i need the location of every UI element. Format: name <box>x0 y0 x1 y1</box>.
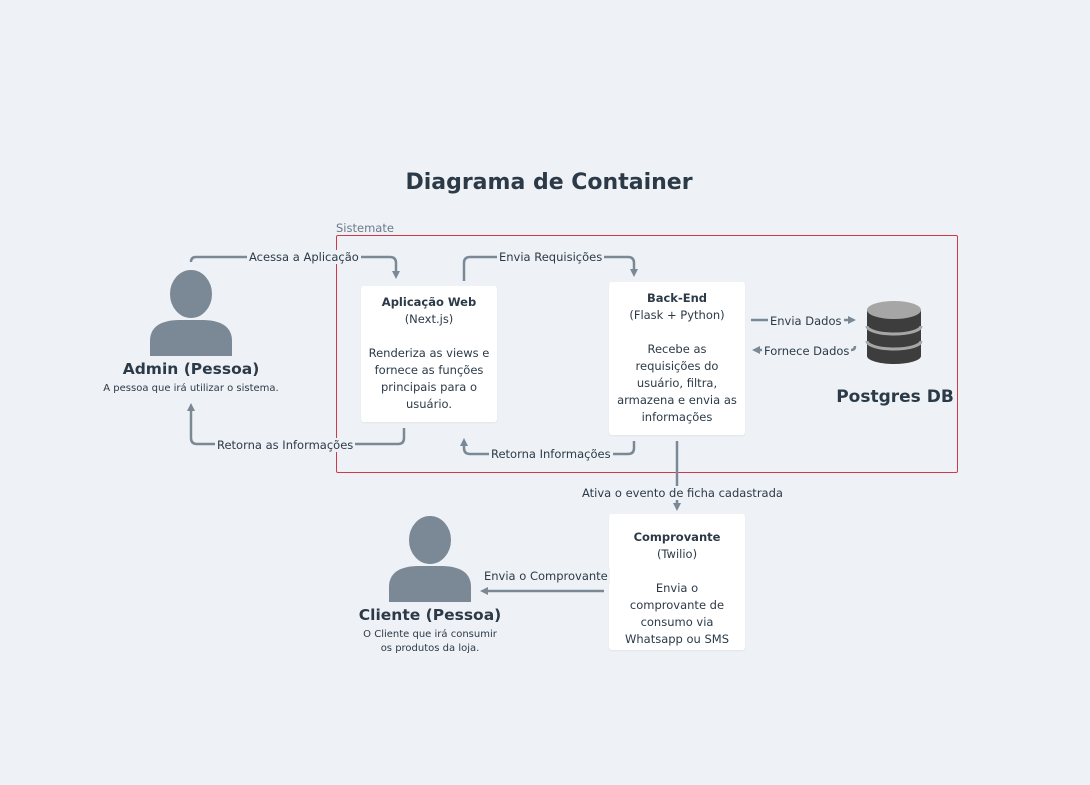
receipt-tech: (Twilio) <box>656 547 698 561</box>
receipt-name: Comprovante <box>633 530 721 544</box>
container-web-app[interactable]: Aplicação Web (Next.js) Renderiza as vie… <box>361 286 497 422</box>
label-backend-to-web: Retorna Informações <box>489 447 613 461</box>
label-admin-to-web: Acessa a Aplicação <box>247 250 361 264</box>
container-receipt[interactable]: Comprovante (Twilio) Envia o comprovante… <box>609 514 745 650</box>
backend-tech: (Flask + Python) <box>629 308 725 322</box>
label-web-to-backend: Envia Requisições <box>497 250 605 264</box>
backend-name: Back-End <box>646 291 708 305</box>
web-app-tech: (Next.js) <box>404 312 454 326</box>
label-backend-to-receipt: Ativa o evento de ficha cadastrada <box>580 486 785 500</box>
label-db-to-backend: Fornece Dados <box>762 344 852 358</box>
receipt-description: Envia o comprovante de consumo via Whats… <box>624 581 729 646</box>
system-boundary <box>336 235 958 473</box>
database-name: Postgres DB <box>836 387 954 407</box>
system-boundary-label: Sistemate <box>336 221 394 235</box>
backend-description: Recebe as requisições do usuário, filtra… <box>617 342 737 424</box>
admin-person-icon <box>150 268 232 356</box>
connector-admin-to-web <box>189 255 400 279</box>
container-backend[interactable]: Back-End (Flask + Python) Recebe as requ… <box>609 282 745 435</box>
client-person-name: Cliente (Pessoa) <box>358 606 502 624</box>
client-person-description: O Cliente que irá consumir os produtos d… <box>363 629 497 654</box>
admin-person-description: A pessoa que irá utilizar o sistema. <box>103 383 279 394</box>
admin-person-name: Admin (Pessoa) <box>122 360 260 378</box>
diagram-title: Diagrama de Container <box>405 170 693 195</box>
label-receipt-to-client: Envia o Comprovante <box>482 569 610 583</box>
database-icon <box>865 301 923 364</box>
label-web-to-admin: Retorna as Informações <box>215 438 356 452</box>
web-app-description: Renderiza as views e fornece as funções … <box>368 346 490 411</box>
label-backend-to-db: Envia Dados <box>768 314 844 328</box>
client-person-icon <box>389 514 471 602</box>
web-app-name: Aplicação Web <box>381 295 477 309</box>
